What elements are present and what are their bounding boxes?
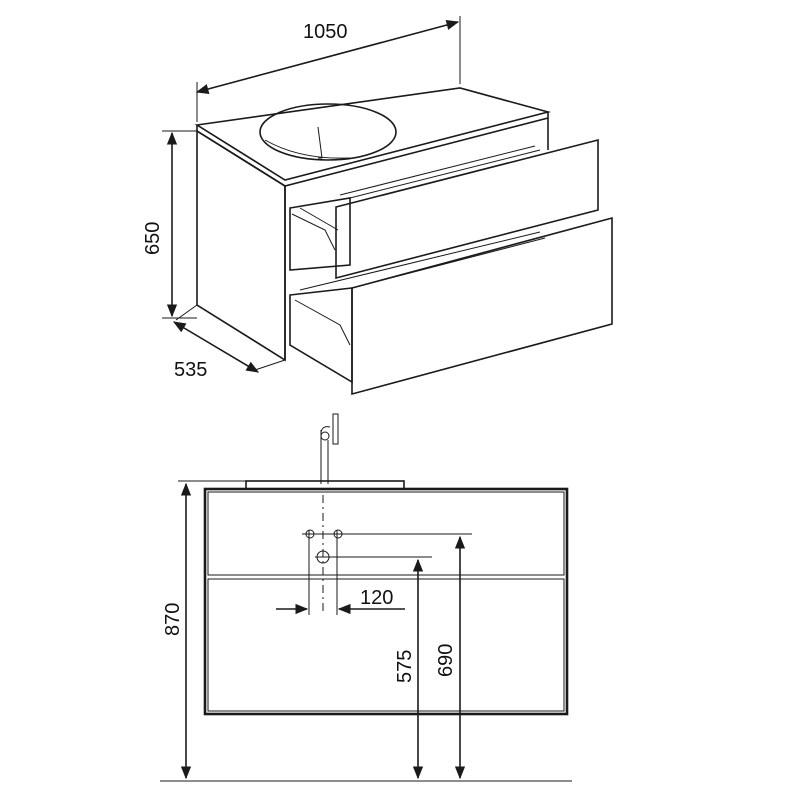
front-upper-drawer bbox=[207, 491, 565, 576]
depth-ext-right bbox=[254, 359, 286, 371]
overall-height-label: 870 bbox=[162, 603, 184, 636]
upper-drawer-front bbox=[335, 138, 599, 280]
cabinet-side bbox=[196, 129, 286, 362]
width-label: 1050 bbox=[303, 21, 348, 43]
depth-label: 535 bbox=[174, 359, 207, 381]
upper-drawer-inner bbox=[291, 213, 336, 251]
depth-dim-line bbox=[172, 321, 260, 373]
front-view: 120 575 690 870 bbox=[160, 413, 572, 782]
upper-drawer-top-rail-2 bbox=[339, 145, 536, 196]
width-dim-line bbox=[195, 20, 460, 94]
upper-drawer-box bbox=[289, 197, 351, 271]
faucet bbox=[320, 413, 339, 484]
upper-drawer-top-rail bbox=[349, 149, 541, 199]
front-lower-drawer bbox=[207, 578, 565, 712]
tap-height-label: 690 bbox=[435, 644, 457, 677]
depth-ext-left bbox=[175, 304, 198, 321]
isometric-view: 1050 650 535 bbox=[142, 16, 613, 396]
spacing-label: 120 bbox=[360, 587, 393, 609]
basin-inner bbox=[264, 139, 351, 159]
lower-drawer-front bbox=[351, 216, 613, 396]
drain-height-label: 575 bbox=[394, 650, 416, 683]
basin-overflow bbox=[317, 126, 323, 159]
height-label: 650 bbox=[142, 222, 164, 255]
top-edge bbox=[196, 112, 549, 187]
basin bbox=[259, 103, 397, 161]
upper-drawer-rail bbox=[299, 207, 339, 231]
cabinet-front bbox=[203, 487, 569, 716]
lower-drawer-top-rail-2 bbox=[299, 231, 541, 291]
lower-drawer-inner bbox=[294, 299, 351, 346]
